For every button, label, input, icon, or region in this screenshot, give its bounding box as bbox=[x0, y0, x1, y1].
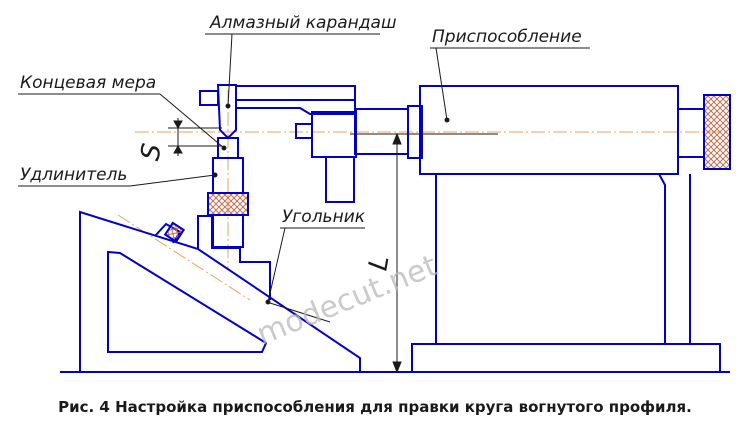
figure-caption: Рис. 4 Настройка приспособления для прав… bbox=[58, 398, 692, 416]
label-fixture: Приспособление bbox=[432, 27, 582, 47]
dimension-l-label: L bbox=[363, 253, 395, 272]
label-extender: Удлинитель bbox=[20, 165, 127, 185]
dimension-s-label: S bbox=[135, 141, 167, 162]
leader-lines bbox=[18, 33, 590, 323]
label-gauge-block: Концевая мера bbox=[20, 73, 156, 93]
fixture-body bbox=[355, 85, 731, 373]
label-diamond-pencil: Алмазный карандаш bbox=[209, 13, 397, 33]
diamond-pencil-assembly bbox=[199, 84, 357, 203]
technical-drawing: Алмазный карандаш Приспособление Концева… bbox=[18, 13, 731, 374]
dimension-s bbox=[168, 118, 222, 156]
dimension-l bbox=[350, 132, 498, 374]
watermark: modecut.net bbox=[252, 248, 443, 352]
extender bbox=[207, 137, 249, 248]
angle-bracket-body bbox=[79, 210, 361, 373]
label-angle-bracket: Угольник bbox=[282, 207, 366, 227]
